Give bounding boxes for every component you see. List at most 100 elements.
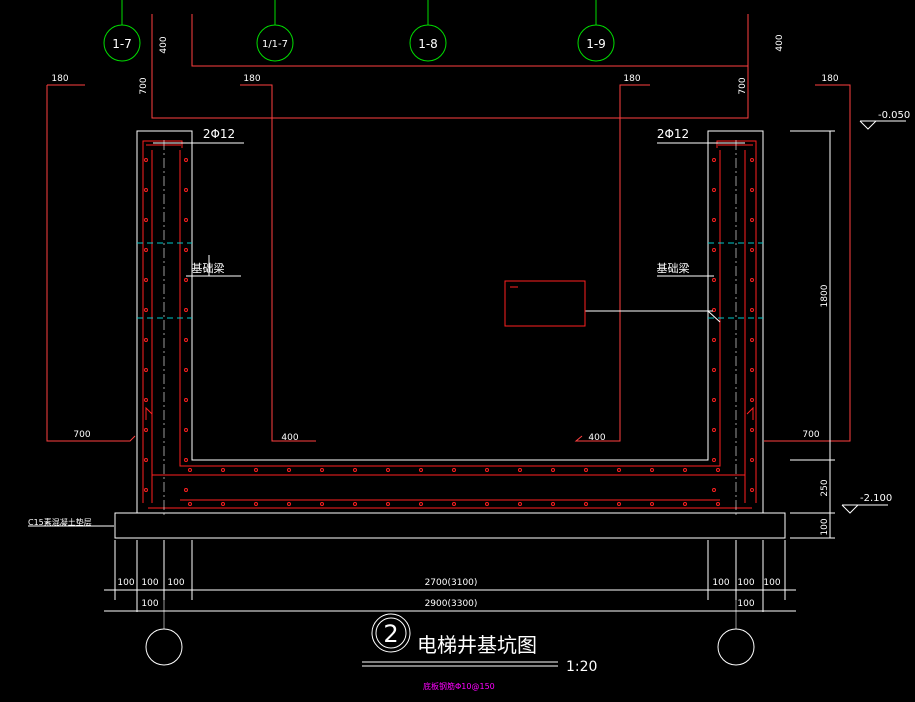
rebar-dot-base-2 [254,502,258,506]
rebar-dot-slab-7 [419,468,423,472]
rebar-dot-left2-0 [184,158,188,162]
rebar-dot-base-8 [452,502,456,506]
rebar-inner-u [179,150,721,467]
rebar-dot-left2-3 [184,248,188,252]
rebar-dot-right-3 [750,248,754,252]
rebar-dot-right2-7 [712,368,716,372]
rebar-dot-slab-15 [683,468,687,472]
rebar-dot-right2-4 [712,278,716,282]
rebar-label-left: 2Φ12 [203,127,235,141]
dim-bottom-6: 100 [737,578,754,588]
rebar-dot-left-0 [144,158,148,162]
annotation-box [504,280,586,327]
dim-top-left-400: 400 [159,36,169,53]
rebar-dot-left-11 [144,488,148,492]
rebar-dot-right2-0 [712,158,716,162]
rebar-dot-slab-3 [287,468,291,472]
rebar-dot-base-4 [320,502,324,506]
rebar-dot-right-10 [750,458,754,462]
dim-700-right: 700 [802,430,819,440]
dim-bottom-7: 100 [763,578,780,588]
rebar-dot-left-3 [144,248,148,252]
rebar-dot-left-9 [144,428,148,432]
rebar-dot-base-9 [485,502,489,506]
rebar-dot-left-7 [144,368,148,372]
rebar-dot-base-11 [551,502,555,506]
rebar-dot-slab-0 [188,468,192,472]
dim-right-100: 100 [820,518,830,535]
grid-label-3: 1-8 [418,37,438,51]
bend-mid-right [574,84,650,442]
elevation-top: -0.050 [878,110,910,121]
dim-400-mid-left: 400 [281,433,298,443]
rebar-dot-right2-6 [712,338,716,342]
leader-box-tick [707,310,721,323]
rebar-dot-right2-1 [712,188,716,192]
dim-bottom-10: 100 [737,599,754,609]
beam-label-left: 基础梁 [192,261,225,275]
pit-wall-outline [136,130,764,513]
elevation-bottom: -2.100 [860,493,892,504]
grid-label-2: 1/1-7 [262,39,288,50]
hook-right [746,406,754,420]
elev-mark-bottom [841,504,860,514]
rebar-dot-right-2 [750,218,754,222]
rebar-dot-right2-5 [712,308,716,312]
dim-bottom-4: 2700(3100) [425,578,478,588]
rebar-dot-right-8 [750,398,754,402]
title-number: 2 [383,620,398,648]
rebar-dot-slab-4 [320,468,324,472]
rebar-dot-right-5 [750,308,754,312]
rebar-dot-left2-7 [184,368,188,372]
rebar-dot-left2-8 [184,398,188,402]
rebar-dot-left2-6 [184,338,188,342]
rebar-dot-right2-8 [712,398,716,402]
hook-left [145,406,153,420]
rebar-dot-base-3 [287,502,291,506]
dim-180-right: 180 [821,74,838,84]
dim-bottom-2: 100 [141,578,158,588]
rebar-dot-left-10 [144,458,148,462]
pile-left [145,628,183,666]
rebar-dot-right-6 [750,338,754,342]
dim-bottom-1: 100 [117,578,134,588]
dim-top-right-400: 400 [775,34,785,51]
beam-label-right: 基础梁 [657,261,690,275]
title-block: 2 电梯井基坑图 1:20 底板钢筋Φ10@150 [362,613,597,691]
rebar-dot-base-15 [683,502,687,506]
rebar-dot-left-5 [144,308,148,312]
rebar-label-right: 2Φ12 [657,127,689,141]
rebar-dot-base-1 [221,502,225,506]
rebar-dot-right-9 [750,428,754,432]
rebar-dot-right-0 [750,158,754,162]
rebar-dot-slab-14 [650,468,654,472]
rebar-dot-base-6 [386,502,390,506]
rebar-dot-slab-8 [452,468,456,472]
rebar-dot-left2-4 [184,278,188,282]
rebar-dot-right-7 [750,368,754,372]
rebar-dot-base-10 [518,502,522,506]
rebar-dot-left-6 [144,338,148,342]
rebar-dot-left2-10 [184,458,188,462]
rebar-right-outer [716,140,757,503]
rebar-dot-right-4 [750,278,754,282]
rebar-dot-base-7 [419,502,423,506]
rebar-dot-left-4 [144,278,148,282]
rebar-dot-slab-1 [221,468,225,472]
bend-right-700 [764,84,851,442]
cushion-label: C15素混凝土垫层 [28,517,92,527]
dim-bottom-5: 100 [712,578,729,588]
rebar-dot-left2-2 [184,218,188,222]
dim-180-mid-left: 180 [243,74,260,84]
dim-180-left: 180 [51,74,68,84]
bend-mid-left [240,84,316,442]
rebar-dot-right2-2 [712,218,716,222]
rebar-dot-base-5 [353,502,357,506]
cushion-layer [114,512,786,539]
rebar-dot-left-1 [144,188,148,192]
rebar-dot-left2-5 [184,308,188,312]
rebar-dot-right2-11 [712,488,716,492]
rebar-left-outer [142,140,183,503]
rebar-dot-slab-13 [617,468,621,472]
